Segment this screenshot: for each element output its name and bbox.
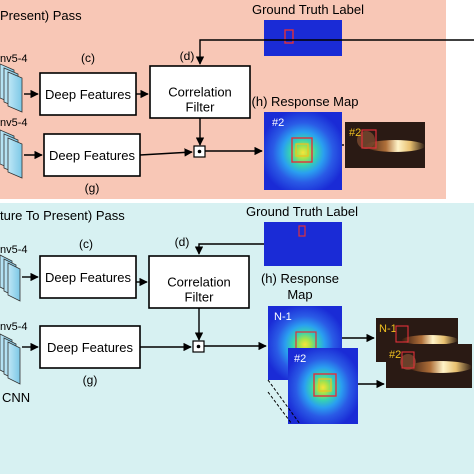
top-conv-label-upper: nv5-4: [0, 53, 28, 65]
bottom-deep-features-label-b: Deep Features: [47, 340, 133, 355]
top-correlation-filter-box: [149, 65, 251, 119]
top-step-c: (c): [81, 51, 95, 65]
top-conv-stack-lower: [0, 129, 23, 179]
bottom-frame-back-index: N-1: [379, 323, 397, 335]
bottom-cnn-label: CNN: [2, 390, 30, 405]
bottom-ground-truth-bbox: [298, 225, 306, 237]
top-frame-index: #2: [349, 127, 361, 139]
top-response-map-title: (h) Response Map: [252, 94, 359, 109]
top-response-heatmap: [264, 112, 342, 190]
top-pass-title: Present) Pass: [0, 8, 82, 23]
bottom-step-d: (d): [175, 235, 190, 249]
top-step-d: (d): [180, 49, 195, 63]
top-response-map-index: #2: [272, 117, 284, 129]
bottom-frame-front-fire-trail: [408, 361, 472, 373]
bottom-ground-truth-map: [264, 222, 342, 266]
bottom-response-map-back-index: N-1: [274, 311, 292, 323]
bottom-pass-title: ture To Present) Pass: [0, 208, 125, 223]
bottom-frame-front-bbox: [401, 351, 415, 369]
top-response-bbox-red: [291, 137, 313, 163]
top-edge-deep-b-to-op: [139, 148, 193, 157]
bottom-frame-front-index: #2: [389, 349, 401, 361]
top-conv-stack-upper: [0, 63, 23, 113]
bottom-frame-back-bbox: [395, 325, 409, 343]
top-ground-truth-bbox: [284, 29, 294, 44]
bottom-projection-line-a: [267, 379, 301, 425]
bottom-conv-stack-upper: [0, 254, 21, 302]
bottom-conv-stack-lower: [0, 333, 21, 385]
bottom-ground-truth-title: Ground Truth Label: [246, 204, 358, 219]
bottom-edge-gt-feedback: [194, 243, 264, 255]
top-frame-fire-trail: [365, 140, 425, 152]
bottom-correlation-filter-box: [148, 255, 250, 309]
bottom-frame-back-fire-trail: [402, 335, 458, 345]
bottom-response-heatmap-front: [288, 348, 358, 424]
bottom-conv-label-upper: nv5-4: [0, 244, 28, 256]
top-frame-bbox: [361, 129, 377, 149]
top-ground-truth-title: Ground Truth Label: [252, 2, 364, 17]
top-edge-gt-feedback: [195, 39, 474, 65]
bottom-response-map-front-index: #2: [294, 353, 306, 365]
bottom-conv-label-lower: nv5-4: [0, 321, 28, 333]
bottom-projection-line-b: [267, 391, 293, 425]
bottom-deep-features-box-b: [39, 325, 141, 369]
bottom-response-front-bbox-yellow: [318, 378, 332, 392]
top-response-bbox-yellow: [295, 143, 309, 157]
bottom-deep-features-label-a: Deep Features: [45, 270, 131, 285]
bottom-frame-front-figure: [400, 354, 416, 370]
top-deep-features-label-a: Deep Features: [45, 87, 131, 102]
bottom-correlation-operator-dot: [196, 344, 201, 349]
top-correlation-operator-dot: [197, 149, 202, 154]
bottom-deep-features-box-a: [39, 255, 137, 299]
bottom-step-c: (c): [79, 237, 93, 251]
bottom-response-front-bbox-red: [313, 373, 337, 397]
bottom-step-g: (g): [83, 373, 98, 387]
top-ground-truth-map: [264, 20, 342, 56]
top-conv-label-lower: nv5-4: [0, 117, 28, 129]
top-step-g: (g): [85, 181, 100, 195]
top-deep-features-label-b: Deep Features: [49, 148, 135, 163]
